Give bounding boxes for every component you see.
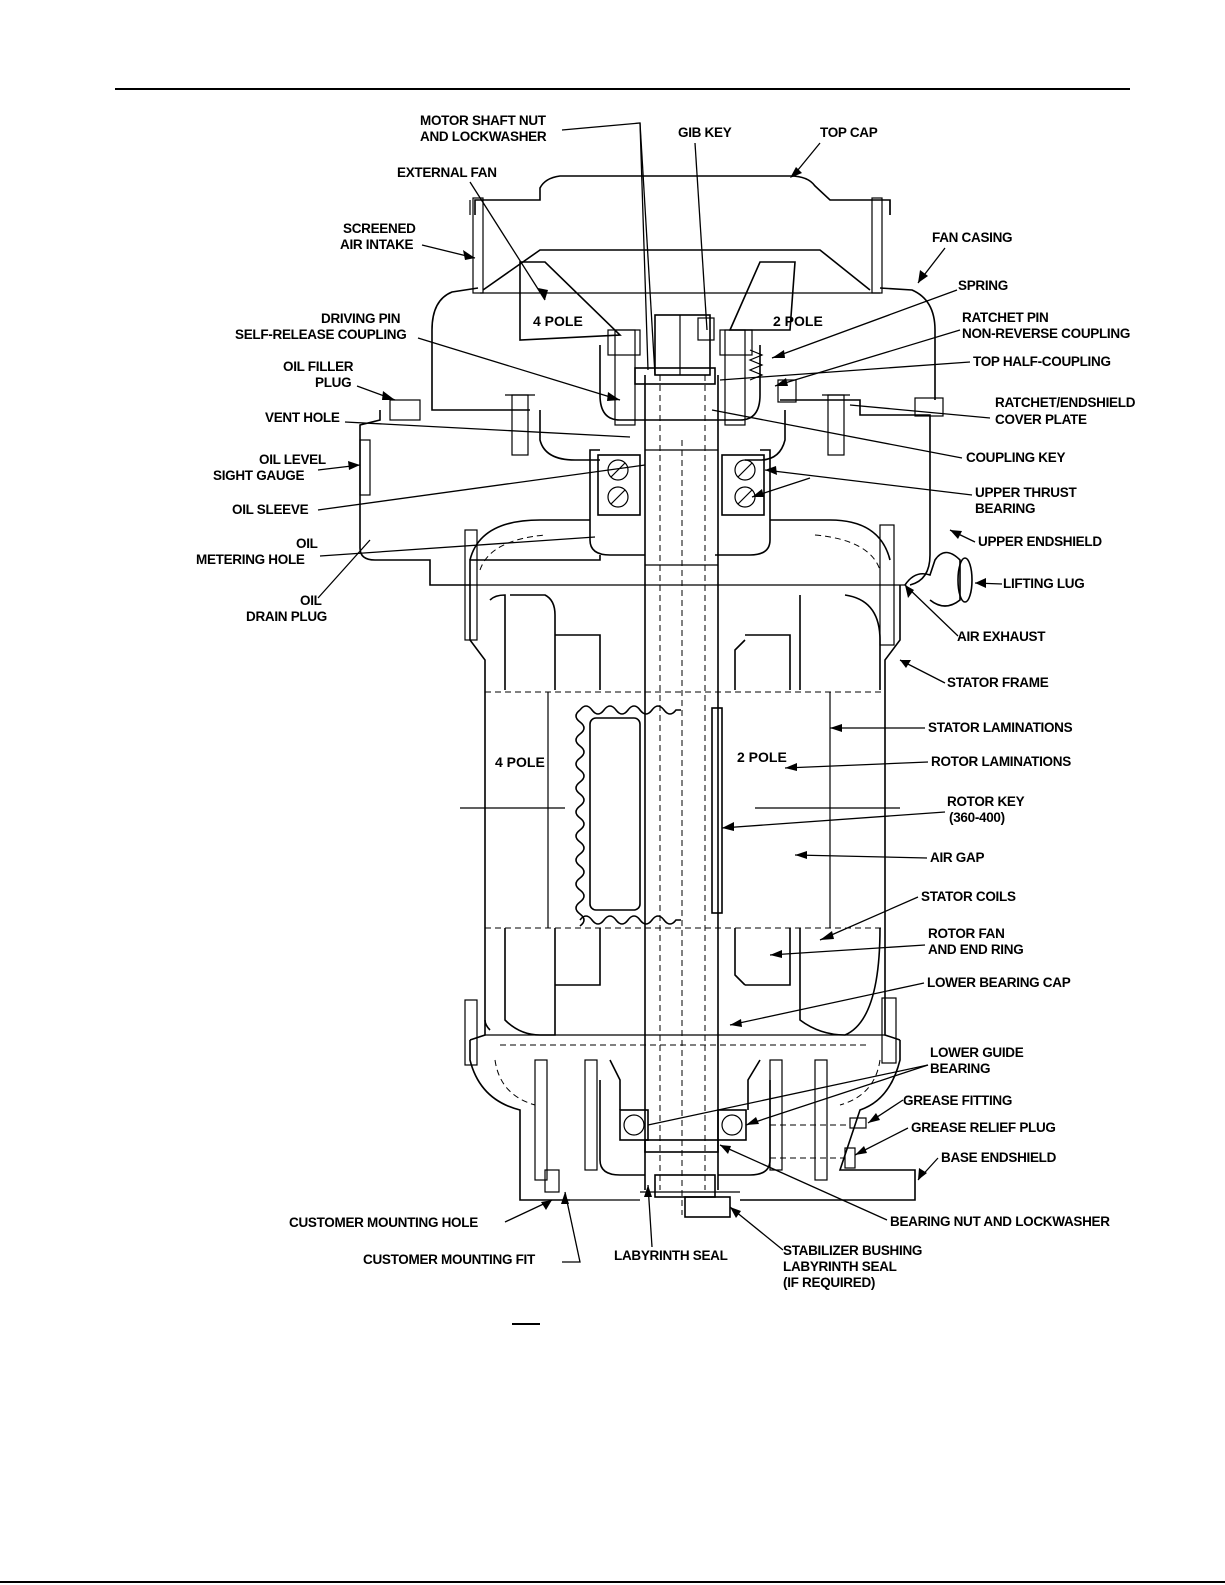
label-oil-level-2: SIGHT GAUGE xyxy=(213,468,305,483)
callout-labels: MOTOR SHAFT NUT AND LOCKWASHER GIB KEY T… xyxy=(196,113,1136,1290)
label-oil-metering-1: OIL xyxy=(296,536,318,551)
label-grease-relief: GREASE RELIEF PLUG xyxy=(911,1120,1056,1135)
label-oil-drain-2: DRAIN PLUG xyxy=(246,609,327,624)
label-rotor-fan-2: AND END RING xyxy=(928,942,1023,957)
label-stabilizer-3: (IF REQUIRED) xyxy=(783,1275,875,1290)
label-motor-shaft-nut-1: MOTOR SHAFT NUT xyxy=(420,113,547,128)
label-stabilizer-2: LABYRINTH SEAL xyxy=(783,1259,897,1274)
label-screened-2: AIR INTAKE xyxy=(340,237,414,252)
label-lower-guide-1: LOWER GUIDE xyxy=(930,1045,1024,1060)
leader-lines xyxy=(317,122,1003,1263)
label-oil-filler-2: PLUG xyxy=(315,375,351,390)
label-external-fan: EXTERNAL FAN xyxy=(397,165,497,180)
label-ratchet-endshield-2: COVER PLATE xyxy=(995,412,1087,427)
label-ratchet-pin-1: RATCHET PIN xyxy=(962,310,1048,325)
label-stator-laminations: STATOR LAMINATIONS xyxy=(928,720,1073,735)
label-lifting-lug: LIFTING LUG xyxy=(1003,576,1084,591)
label-oil-level-1: OIL LEVEL xyxy=(259,452,326,467)
rotor-4-pole-label: 4 POLE xyxy=(495,754,545,770)
label-lower-bearing-cap: LOWER BEARING CAP xyxy=(927,975,1071,990)
label-customer-mounting-hole: CUSTOMER MOUNTING HOLE xyxy=(289,1215,478,1230)
label-air-gap: AIR GAP xyxy=(930,850,984,865)
label-oil-drain-1: OIL xyxy=(300,593,322,608)
arrowheads xyxy=(348,167,986,1218)
label-labyrinth-seal: LABYRINTH SEAL xyxy=(614,1248,728,1263)
label-ratchet-endshield-1: RATCHET/ENDSHIELD xyxy=(995,395,1136,410)
label-coupling-key: COUPLING KEY xyxy=(966,450,1065,465)
label-oil-sleeve: OIL SLEEVE xyxy=(232,502,309,517)
label-grease-fitting: GREASE FITTING xyxy=(903,1093,1012,1108)
label-bearing-nut: BEARING NUT AND LOCKWASHER xyxy=(890,1214,1110,1229)
label-customer-mounting-fit: CUSTOMER MOUNTING FIT xyxy=(363,1252,536,1267)
label-stator-coils: STATOR COILS xyxy=(921,889,1016,904)
label-ratchet-pin-2: NON-REVERSE COUPLING xyxy=(962,326,1130,341)
label-upper-thrust-2: BEARING xyxy=(975,501,1035,516)
fan-4-pole-label: 4 POLE xyxy=(533,313,583,329)
label-rotor-fan-1: ROTOR FAN xyxy=(928,926,1005,941)
rotor-2-pole-label: 2 POLE xyxy=(737,749,787,765)
motor-drawing xyxy=(359,175,973,1218)
label-oil-metering-2: METERING HOLE xyxy=(196,552,305,567)
label-stabilizer-1: STABILIZER BUSHING xyxy=(783,1243,922,1258)
label-upper-thrust-1: UPPER THRUST xyxy=(975,485,1077,500)
label-oil-filler-1: OIL FILLER xyxy=(283,359,354,374)
label-driving-pin-2: SELF-RELEASE COUPLING xyxy=(235,327,406,342)
label-driving-pin-1: DRIVING PIN xyxy=(321,311,400,326)
label-rotor-key-1: ROTOR KEY xyxy=(947,794,1025,809)
label-gib-key: GIB KEY xyxy=(678,125,732,140)
label-air-exhaust: AIR EXHAUST xyxy=(957,629,1046,644)
label-spring: SPRING xyxy=(958,278,1008,293)
label-screened-1: SCREENED xyxy=(343,221,416,236)
label-upper-endshield: UPPER ENDSHIELD xyxy=(978,534,1102,549)
label-motor-shaft-nut-2: AND LOCKWASHER xyxy=(420,129,547,144)
label-top-cap: TOP CAP xyxy=(820,125,878,140)
label-stator-frame: STATOR FRAME xyxy=(947,675,1049,690)
label-base-endshield: BASE ENDSHIELD xyxy=(941,1150,1057,1165)
label-fan-casing: FAN CASING xyxy=(932,230,1012,245)
label-lower-guide-2: BEARING xyxy=(930,1061,990,1076)
label-rotor-key-2: (360-400) xyxy=(949,810,1005,825)
label-vent-hole: VENT HOLE xyxy=(265,410,340,425)
label-top-half-coupling: TOP HALF-COUPLING xyxy=(973,354,1111,369)
fan-2-pole-label: 2 POLE xyxy=(773,313,823,329)
label-rotor-laminations: ROTOR LAMINATIONS xyxy=(931,754,1071,769)
